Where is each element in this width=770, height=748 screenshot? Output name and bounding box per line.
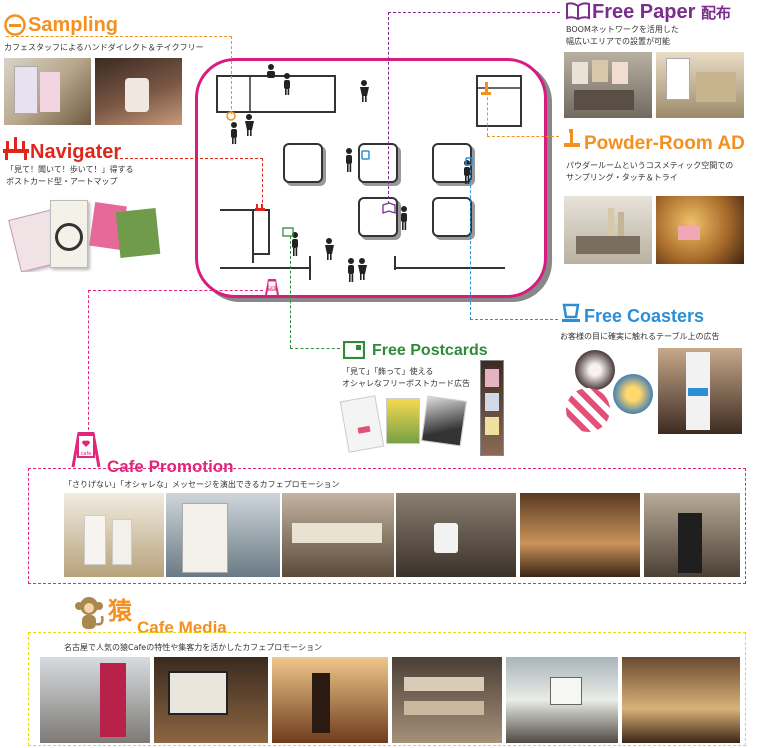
navigater-leader-v xyxy=(262,158,263,208)
powder-room-desc-2: サンプリング・タッチ＆トライ xyxy=(566,173,678,182)
cafe-promotion-photo-2 xyxy=(166,493,280,577)
cafe-media-desc: 名古屋で人気の猿Cafeの特性や集客力を活かしたカフェプロモーション xyxy=(64,643,323,652)
free-paper-title: Free Paper 配布 xyxy=(592,2,731,22)
powder-room-photo-2 xyxy=(656,196,744,264)
people-silhouettes xyxy=(226,64,491,282)
free-coasters-photo xyxy=(658,348,742,434)
monkey-icon xyxy=(72,594,106,634)
sampling-leader xyxy=(6,36,232,37)
sampling-leader-v xyxy=(231,36,232,114)
svg-text:cafe: cafe xyxy=(268,285,277,290)
postcard-icon xyxy=(342,340,366,360)
free-paper-title-main: Free Paper xyxy=(592,1,696,23)
navigater-leader xyxy=(115,158,263,159)
powder-room-leader xyxy=(487,136,559,137)
powder-room-leader-v xyxy=(487,92,488,136)
svg-text:cafe: cafe xyxy=(81,451,92,457)
postcard-photo-2 xyxy=(386,398,420,444)
cafe-media-photo-5 xyxy=(506,657,618,743)
navigater-desc-2: ポストカード型・アートマップ xyxy=(6,177,118,186)
cafe-promotion-photo-3 xyxy=(282,493,394,577)
cafe-media-photo-6 xyxy=(622,657,740,743)
sampling-icon xyxy=(4,14,26,36)
powder-room-title: Powder-Room AD xyxy=(584,133,745,154)
free-coasters-title: Free Coasters xyxy=(584,306,705,326)
powder-room-desc-1: パウダールームというコスメティック空間での xyxy=(566,161,734,170)
free-paper-desc-1: BOOMネットワークを活用した xyxy=(566,25,679,34)
cafe-promotion-photo-6 xyxy=(644,493,740,577)
postcard-photo-1 xyxy=(339,395,385,453)
cafe-media-photo-3 xyxy=(272,657,388,743)
sampling-photo-2 xyxy=(95,58,182,125)
free-postcards-leader-v xyxy=(290,236,291,348)
free-coasters-desc: お客様の目に確実に触れるテーブル上の広告 xyxy=(560,332,720,341)
cafe-promotion-photo-1 xyxy=(64,493,164,577)
cafe-promotion-desc: 「さりげない」「オシャレな」メッセージを演出できるカフェプロモーション xyxy=(64,480,340,489)
table-1 xyxy=(283,143,323,183)
sampling-title: Sampling xyxy=(28,14,119,36)
table-5 xyxy=(432,197,472,237)
cafe-promotion-leader-v xyxy=(88,290,89,430)
powder-room-icon xyxy=(563,128,581,150)
cafe-promotion-photo-4 xyxy=(396,493,516,577)
cafe-media-title-kanji: 猿 xyxy=(108,598,132,625)
free-postcards-leader xyxy=(290,348,340,349)
map-stand-icon xyxy=(3,137,29,161)
floor-cafe-sign-icon: cafe xyxy=(263,278,281,296)
free-paper-leader-v xyxy=(388,12,389,204)
free-postcards-desc-1: 「見て」「飾って」使える xyxy=(342,367,434,376)
sampling-photo-1 xyxy=(4,58,91,125)
cafe-media-photo-1 xyxy=(40,657,150,743)
table-2 xyxy=(358,143,398,183)
free-paper-leader xyxy=(388,12,560,13)
free-postcards-desc-2: オシャレなフリーポストカード広告 xyxy=(342,379,470,388)
navigater-title: Navigater xyxy=(30,141,122,163)
free-coasters-leader xyxy=(470,319,558,320)
powder-room-photo-1 xyxy=(564,196,652,264)
free-paper-desc-2: 幅広いエリアでの設置が可能 xyxy=(566,37,670,46)
free-coasters-leader-v xyxy=(470,170,471,320)
open-book-icon xyxy=(566,2,590,21)
coaster-photo-2 xyxy=(613,374,653,414)
floor-plan-walls xyxy=(216,75,522,280)
cafe-media-title: Cafe Media xyxy=(137,618,227,637)
coaster-photo-3 xyxy=(566,388,610,432)
coaster-photo-1 xyxy=(575,350,615,390)
cafe-media-photo-2 xyxy=(154,657,268,743)
sampling-desc: カフェスタッフによるハンドダイレクト＆テイクフリー xyxy=(4,43,204,52)
postcard-rack-photo xyxy=(480,360,504,456)
cafe-sign-icon: cafe xyxy=(70,431,102,468)
cafe-promotion-title: Cafe Promotion xyxy=(107,457,234,476)
postcard-photo-3 xyxy=(420,395,468,447)
free-paper-title-suffix: 配布 xyxy=(700,4,731,22)
free-paper-photo-2 xyxy=(656,52,744,118)
cafe-media-box xyxy=(28,632,746,746)
navigater-desc-1: 「見て！聞いて！歩いて！」得する xyxy=(6,165,134,174)
cafe-promotion-leader xyxy=(88,290,263,291)
cafe-media-photo-4 xyxy=(392,657,502,743)
cafe-promotion-photo-5 xyxy=(520,493,640,577)
navigater-maps-photo xyxy=(6,192,168,272)
cup-icon xyxy=(560,302,582,324)
cafe-promotion-box xyxy=(28,468,746,584)
free-paper-photo-1 xyxy=(564,52,652,118)
free-postcards-title: Free Postcards xyxy=(372,342,488,359)
